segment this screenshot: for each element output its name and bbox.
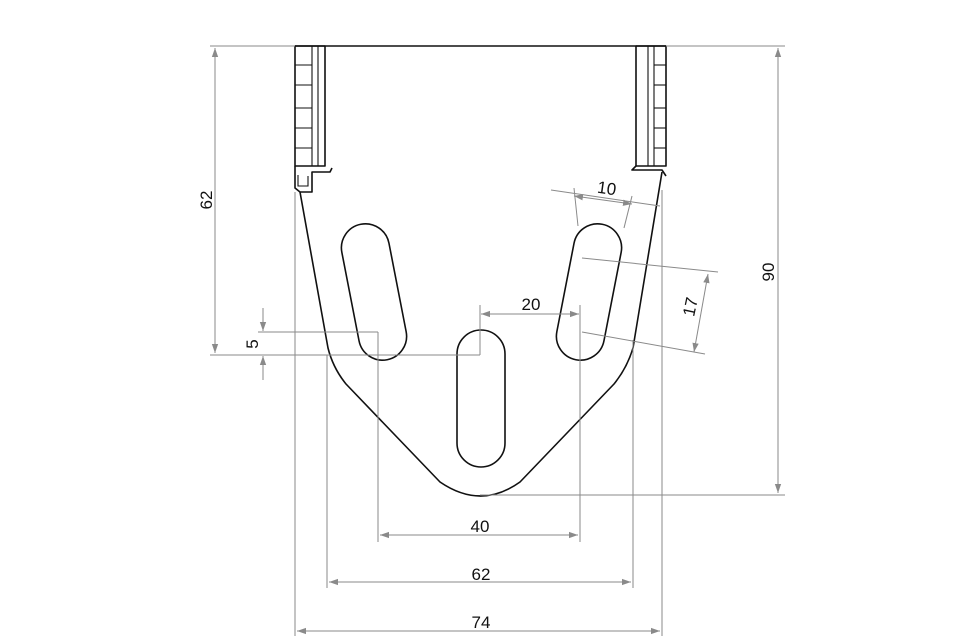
dim-label-slot-spacing: 20: [522, 295, 541, 314]
slots: [340, 223, 623, 468]
extension-lines: [210, 45, 785, 636]
dim-label-slot-offset: 5: [243, 339, 262, 348]
right-slot: [555, 223, 623, 361]
part-outline: [294, 45, 667, 497]
dimension-lines: [211, 48, 782, 635]
dim-label-overall-width: 74: [472, 613, 491, 632]
dim-label-outer-slot-pitch: 40: [471, 517, 490, 536]
center-slot: [456, 329, 506, 468]
dim-label-overall-height: 90: [759, 263, 778, 282]
dim-label-lower-width: 62: [472, 565, 491, 584]
dim-label-slot-width: 10: [596, 178, 617, 199]
dim-label-slot-length: 17: [679, 296, 702, 318]
left-slot: [340, 223, 408, 361]
dim-label-upper-height: 62: [197, 191, 216, 210]
dimension-labels: 90 62 5 10 17 20 40 62 74: [197, 178, 778, 632]
